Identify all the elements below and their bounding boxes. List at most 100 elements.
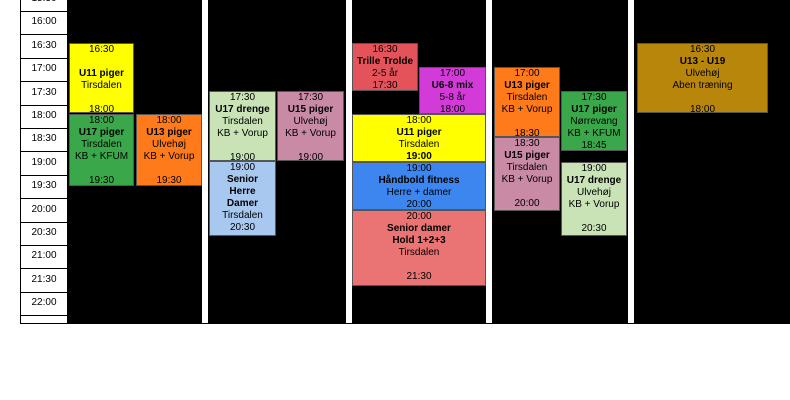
block-text-line: 19:00 (297, 152, 324, 161)
block-text-line: 18:00 (439, 104, 466, 114)
block-text-line: U15 piger (287, 104, 334, 115)
block-text-line: Trille Trolde (356, 56, 414, 67)
time-gridline (21, 268, 67, 270)
block-text-line: U13 piger (504, 80, 550, 91)
block-text-line: Tirsdalen (398, 247, 440, 258)
block-text-line (70, 56, 133, 68)
block-text-line: Senior damer (387, 223, 451, 234)
block-text-line: KB + Vorup (143, 151, 195, 162)
block-text-line: 19:00 (406, 163, 432, 174)
block-text-line: Senior (226, 174, 259, 185)
block-text-line: U13 - U19 (679, 56, 726, 67)
block-text-line: Tirsdalen (506, 162, 548, 173)
block-text-line: Herre (229, 186, 256, 197)
block-text-line: U13 piger (146, 127, 192, 138)
block-text-line: 18:00 (156, 115, 182, 126)
time-label: 18:30 (31, 133, 57, 145)
block-text-line (278, 140, 343, 152)
block-text-line: 20:00 (406, 211, 432, 222)
block-text-line: 20:30 (229, 222, 256, 233)
time-gridline (21, 198, 67, 200)
day-separator (486, 0, 492, 324)
time-gridline (21, 57, 67, 59)
block-text-line: Tirsdalen (81, 80, 122, 91)
block-text-line: 19:00 (581, 163, 607, 174)
block-text-line: 2-5 år (371, 68, 399, 79)
time-column: 15:30 16:00 16:30 17:00 17:30 18:00 18:30 19:00… (20, 0, 68, 324)
block-text-line: Håndbold fitness (378, 175, 460, 186)
block-text-line: Ulvehøj (577, 187, 611, 198)
block-text-line: 19:30 (88, 175, 115, 186)
block-text-line: Damer (226, 198, 259, 209)
block-text-line: U6-8 mix (431, 80, 474, 91)
block-text-line: Ulvehøj (293, 116, 328, 127)
time-label: 16:30 (31, 39, 57, 51)
block-text-line (70, 163, 133, 175)
block-text-line: 16:30 (88, 44, 115, 55)
block-text-line: 19:00 (229, 162, 256, 173)
block-text-line: 20:00 (406, 199, 432, 210)
time-label: 18:00 (31, 110, 57, 121)
block-text-line (495, 186, 559, 198)
block-text-line: KB + KFUM (567, 128, 621, 139)
block-text-line: 18:30 (514, 128, 540, 137)
block-text-line: 18:00 (689, 104, 716, 113)
block-text-line: U11 piger (78, 68, 125, 79)
block-text-line: KB + Vorup (285, 128, 336, 139)
time-label: 19:30 (31, 180, 57, 192)
block-text-line: Ulvehøj (685, 68, 720, 79)
time-label: 22:00 (31, 297, 57, 309)
time-gridline (21, 151, 67, 153)
block-text-line: 17:00 (439, 68, 466, 79)
grid-bottom-line (20, 323, 790, 324)
day-separator (346, 0, 352, 324)
block-text-line (638, 92, 767, 104)
block-text-line: 17:30 (229, 92, 256, 103)
block-text-line: 19:00 (229, 152, 256, 161)
time-label: 17:00 (31, 63, 57, 75)
block-text-line: 17:30 (297, 92, 324, 103)
time-label: 21:00 (31, 250, 57, 262)
time-gridline (21, 221, 67, 223)
block-text-line: 16:30 (689, 44, 716, 55)
block-text-line: U17 piger (78, 127, 125, 138)
time-label: 19:00 (31, 156, 57, 168)
block-text-line: 17:30 (372, 80, 398, 91)
time-gridline (21, 245, 67, 246)
block-text-line: 5-8 år (439, 92, 466, 103)
time-label: 16:00 (31, 16, 57, 28)
block-text-line: 16:30 (372, 44, 398, 55)
block-text-line: KB + Vorup (501, 104, 553, 115)
block-text-line: Hold 1+2+3 (392, 235, 446, 246)
block-text-line: Tirsdalen (398, 139, 440, 150)
block-text-line (210, 140, 275, 152)
block-text-line: 18:00 (406, 115, 432, 126)
time-label: 15:30 (21, 0, 67, 5)
block-text-line: 20:00 (514, 198, 540, 209)
block-text-line: 17:30 (581, 92, 607, 103)
block-text-line: Tirsdalen (222, 116, 263, 127)
block-text-line: KB + Vorup (217, 128, 268, 139)
block-text-line: 19:00 (406, 151, 432, 162)
time-gridline (21, 128, 67, 129)
block-text-line: Ulvehøj (152, 139, 186, 150)
block-text-line: KB + Vorup (568, 199, 620, 210)
time-label: 17:30 (31, 86, 57, 98)
time-gridline (21, 291, 67, 293)
